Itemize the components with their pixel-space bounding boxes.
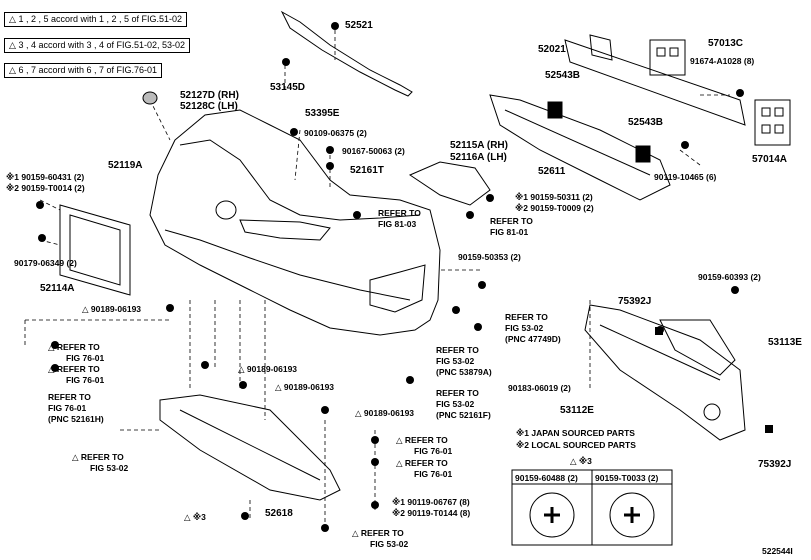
warning-triangle-icon: △ — [48, 364, 55, 374]
part-label-90119-10465[interactable]: 90119-10465 (6) — [654, 172, 717, 182]
part-label-90159-t0009[interactable]: ※2 90159-T0009 (2) — [515, 203, 594, 213]
part-label-90167-50063[interactable]: 90167-50063 (2) — [342, 146, 405, 156]
warning-triangle-icon: △ — [275, 382, 282, 392]
part-label-52161t[interactable]: 52161T — [350, 165, 384, 176]
part-label-asterisk3[interactable]: △ ※3 — [184, 512, 206, 522]
part-label-90189-06193-c[interactable]: △ 90189-06193 — [275, 382, 335, 392]
part-label-53112e[interactable]: 53112E — [560, 405, 594, 416]
part-label-52521[interactable]: 52521 — [345, 20, 373, 31]
legend-local-sourced: ※2 LOCAL SOURCED PARTS — [516, 440, 636, 450]
warning-triangle-icon: △ — [355, 408, 362, 418]
part-label-52115a[interactable]: 52115A (RH) — [450, 140, 508, 151]
part-label-52116a[interactable]: 52116A (LH) — [450, 152, 507, 163]
duct-53113e — [659, 319, 736, 376]
warning-triangle-icon: △ — [9, 14, 16, 24]
part-label-90109-06375[interactable]: 90109-06375 (2) — [304, 128, 367, 138]
legend-asterisk3: △ ※3 — [570, 456, 592, 466]
part-label-90189-06193-d[interactable]: △ 90189-06193 — [355, 408, 415, 418]
part-label-52128c[interactable]: 52128C (LH) — [180, 101, 238, 112]
part-label-75392j-b[interactable]: 75392J — [758, 459, 792, 470]
pad-52543b-b — [635, 145, 651, 163]
lower-grille-53112e — [584, 304, 746, 441]
warning-triangle-icon: △ — [396, 435, 403, 445]
bumper-cover-52119a — [149, 109, 441, 336]
warning-triangle-icon: △ — [48, 342, 55, 352]
part-label-53113e[interactable]: 53113E — [768, 337, 802, 348]
license-bracket-52114a — [59, 204, 131, 296]
note-fig-51-02: △ 1 , 2 , 5 accord with 1 , 2 , 5 of FIG… — [4, 12, 188, 27]
part-label-53145d[interactable]: 53145D — [270, 82, 306, 93]
diagram-id: 522544I — [762, 546, 793, 556]
part-label-75392j-a[interactable]: 75392J — [618, 296, 652, 307]
part-label-90189-06193-a[interactable]: △ 90189-06193 — [82, 304, 142, 314]
warning-triangle-icon: △ — [184, 512, 191, 522]
warning-triangle-icon: △ — [396, 458, 403, 468]
part-label-90159-60393[interactable]: 90159-60393 (2) — [698, 272, 761, 282]
warning-triangle-icon: △ — [9, 40, 16, 50]
part-label-52611[interactable]: 52611 — [538, 166, 566, 177]
part-label-90119-06767[interactable]: ※1 90119-06767 (8) — [392, 497, 470, 507]
part-label-90159-t0014[interactable]: ※2 90159-T0014 (2) — [6, 183, 85, 193]
note-fig-76-01: △ 6 , 7 accord with 6 , 7 of FIG.76-01 — [4, 63, 163, 78]
part-label-90183-06019[interactable]: 90183-06019 (2) — [508, 383, 571, 393]
warning-triangle-icon: △ — [352, 528, 359, 538]
warning-triangle-icon: △ — [9, 65, 16, 75]
part-label-90159-50311[interactable]: ※1 90159-50311 (2) — [515, 192, 593, 202]
part-label-52119a[interactable]: 52119A — [108, 160, 143, 171]
part-label-90179-06349[interactable]: 90179-06349 (2) — [14, 258, 77, 268]
legend-japan-sourced: ※1 JAPAN SOURCED PARTS — [516, 428, 635, 438]
part-label-53395e[interactable]: 53395E — [305, 108, 340, 119]
reinforcement-52021 — [564, 39, 746, 126]
legend-col-90159-t0033[interactable]: 90159-T0033 (2) — [595, 473, 659, 483]
warning-triangle-icon: △ — [238, 364, 245, 374]
part-label-90159-60431[interactable]: ※1 90159-60431 (2) — [6, 172, 85, 182]
under-cover-52618 — [159, 394, 341, 501]
note-fig-51-02-53-02: △ 3 , 4 accord with 3 , 4 of FIG.51-02, … — [4, 38, 191, 53]
part-label-52543b-b[interactable]: 52543B — [628, 117, 664, 128]
part-label-90119-t0144[interactable]: ※2 90119-T0144 (8) — [392, 508, 471, 518]
part-label-91674-a1028[interactable]: 91674-A1028 (8) — [690, 56, 755, 66]
part-label-90189-06193-b[interactable]: △ 90189-06193 — [238, 364, 298, 374]
part-label-52021[interactable]: 52021 — [538, 44, 566, 55]
grille-strip-53395e — [280, 10, 413, 97]
warning-triangle-icon: △ — [82, 304, 89, 314]
part-label-52543b-a[interactable]: 52543B — [545, 70, 581, 81]
part-label-52127d[interactable]: 52127D (RH) — [180, 90, 239, 101]
bracket-57014a — [754, 99, 791, 146]
part-label-90159-50353[interactable]: 90159-50353 (2) — [458, 252, 521, 262]
legend-col-90159-60488[interactable]: 90159-60488 (2) — [515, 473, 578, 483]
warning-triangle-icon: △ — [570, 456, 577, 466]
pad-52543b-a — [547, 101, 563, 119]
part-label-57014a[interactable]: 57014A — [752, 154, 788, 165]
side-support-52115a — [408, 161, 491, 206]
bracket-57013c — [649, 39, 686, 76]
part-label-57013c[interactable]: 57013C — [708, 38, 744, 49]
warning-triangle-icon: △ — [72, 452, 79, 462]
part-label-52114a[interactable]: 52114A — [40, 283, 75, 294]
part-label-52618[interactable]: 52618 — [265, 508, 293, 519]
